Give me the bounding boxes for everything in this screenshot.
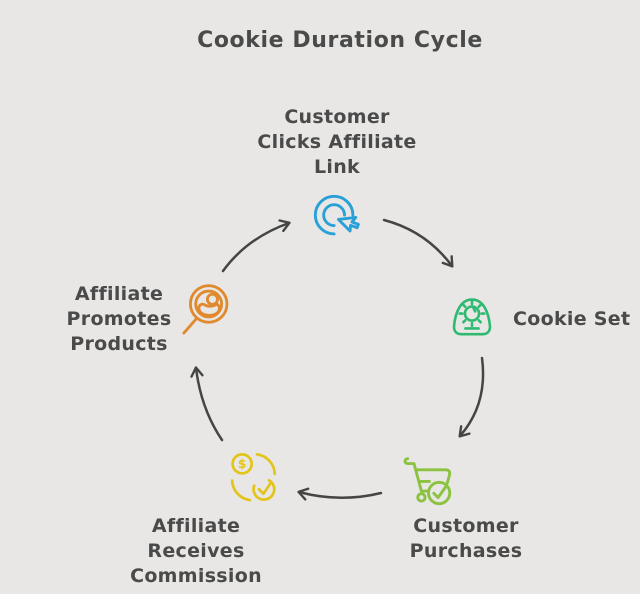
node-label-cookie: Cookie Set <box>513 308 631 330</box>
node-label-promote: Affiliate Promotes Products <box>66 283 172 355</box>
page-title: Cookie Duration Cycle <box>197 28 483 53</box>
arrow-promote-to-click <box>221 219 291 273</box>
node-label-commission: Affiliate Receives Commission <box>130 515 262 587</box>
cart-check-icon <box>403 457 452 506</box>
node-label-purchase: Customer Purchases <box>409 515 523 562</box>
cookie-timer-icon <box>452 298 492 336</box>
dollar-symbol: $ <box>238 457 247 471</box>
person-search-icon <box>182 284 229 335</box>
arrow-purchase-to-commission <box>297 487 383 501</box>
arrow-cookie-to-purchase <box>458 356 485 438</box>
dollar-cycle-check-icon: $ <box>230 452 277 502</box>
arrow-click-to-cookie <box>382 218 454 268</box>
arrow-commission-to-promote <box>190 366 224 442</box>
click-cursor-icon <box>313 194 360 236</box>
node-label-click: Customer Clicks Affiliate Link <box>257 106 417 178</box>
